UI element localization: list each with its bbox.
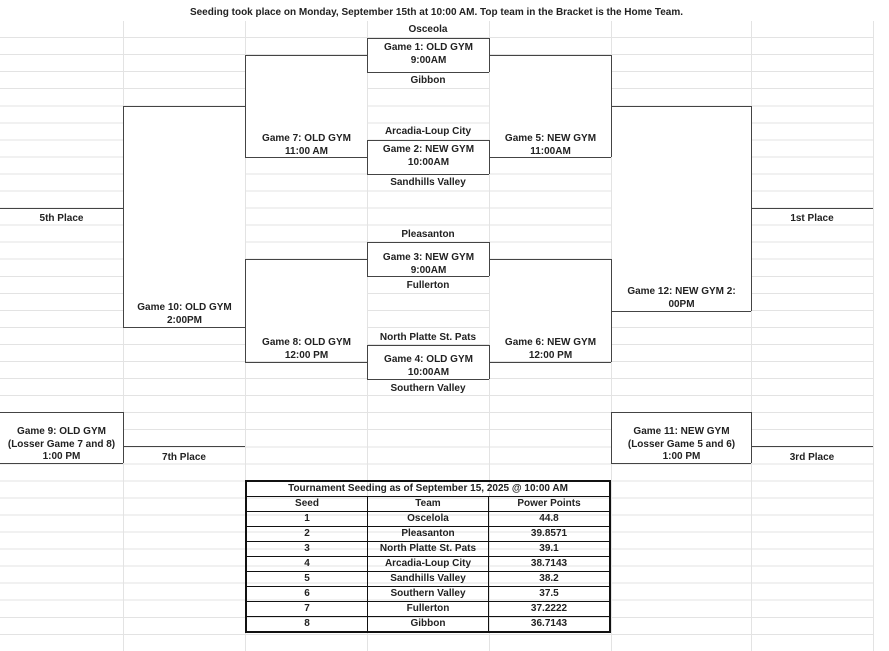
column-header: Power Points (488, 496, 611, 512)
team-cell: Gibbon (367, 616, 489, 633)
team-southern-valley: Southern Valley (390, 383, 466, 394)
merged-cell (368, 243, 489, 276)
power-points-cell: 44.8 (488, 511, 611, 527)
team-gibbon: Gibbon (410, 75, 446, 86)
gridline (489, 21, 490, 651)
game-9-label: Game 9: OLD GYM(Losser Game 7 and 8)1:00… (7, 426, 116, 462)
team-arcadia-loup-city: Arcadia-Loup City (384, 126, 472, 137)
game-12-label: Game 12: NEW GYM 2:00PM (627, 286, 736, 310)
game-11-label: Game 11: NEW GYM(Losser Game 5 and 6)1:0… (627, 426, 736, 462)
gridline (873, 21, 874, 651)
seed-cell: 1 (245, 511, 368, 527)
seed-cell: 7 (245, 601, 368, 617)
merged-cell (490, 260, 611, 361)
seed-cell: 8 (245, 616, 368, 633)
team-cell: North Platte St. Pats (367, 541, 489, 557)
merged-cell (124, 107, 245, 326)
page-title: Seeding took place on Monday, September … (189, 7, 684, 18)
power-points-cell: 39.8571 (488, 526, 611, 542)
power-points-cell: 37.5 (488, 586, 611, 602)
table-header-row: Seed Team Power Points (245, 496, 611, 512)
merged-cell (612, 107, 751, 311)
merged-cell (490, 56, 611, 157)
seeding-table: Tournament Seeding as of September 15, 2… (245, 480, 611, 633)
power-points-cell: 36.7143 (488, 616, 611, 633)
column-header: Team (367, 496, 489, 512)
seed-cell: 3 (245, 541, 368, 557)
merged-cell (368, 346, 489, 379)
team-cell: Southern Valley (367, 586, 489, 602)
team-pleasanton: Pleasanton (401, 229, 455, 240)
team-cell: Sandhills Valley (367, 571, 489, 587)
power-points-cell: 37.2222 (488, 601, 611, 617)
gridline (367, 21, 368, 651)
title-cell (0, 4, 873, 21)
team-cell: Oscelola (367, 511, 489, 527)
team-cell: Fullerton (367, 601, 489, 617)
gridline (123, 21, 124, 651)
team-cell: Arcadia-Loup City (367, 556, 489, 572)
power-points-cell: 39.1 (488, 541, 611, 557)
merged-cell (0, 413, 123, 464)
seed-cell: 6 (245, 586, 368, 602)
merged-cell (246, 56, 367, 157)
seventh-place-label: 7th Place (162, 452, 206, 463)
merged-cell (246, 260, 367, 361)
power-points-cell: 38.2 (488, 571, 611, 587)
team-north-platte-st-pats: North Platte St. Pats (379, 332, 477, 343)
gridline (751, 21, 752, 651)
team-osceola: Osceola (408, 24, 448, 35)
team-sandhills-valley: Sandhills Valley (390, 177, 466, 188)
seed-cell: 5 (245, 571, 368, 587)
merged-cell (368, 141, 489, 174)
seed-cell: 2 (245, 526, 368, 542)
merged-cell (612, 413, 751, 464)
fifth-place-label: 5th Place (39, 213, 84, 224)
third-place-label: 3rd Place (789, 452, 835, 463)
column-header: Seed (245, 496, 368, 512)
team-cell: Pleasanton (367, 526, 489, 542)
merged-cell (368, 39, 489, 72)
first-place-label: 1st Place (790, 213, 834, 224)
seed-cell: 4 (245, 556, 368, 572)
team-fullerton: Fullerton (406, 280, 450, 291)
power-points-cell: 38.7143 (488, 556, 611, 572)
seeding-table-title: Tournament Seeding as of September 15, 2… (245, 480, 611, 497)
